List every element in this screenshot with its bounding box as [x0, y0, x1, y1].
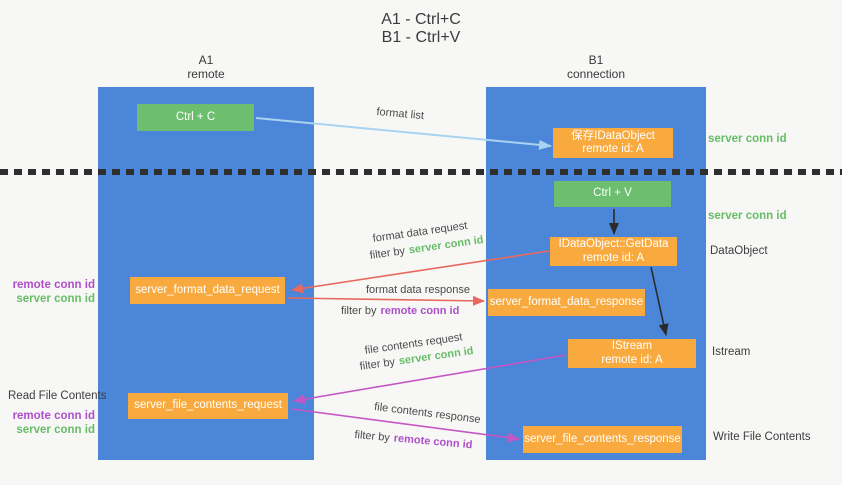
format-data-response-label: format data response	[366, 284, 470, 296]
server-file-contents-request-box: server_file_contents_request	[128, 393, 288, 419]
istream-side-label: Istream	[712, 346, 751, 358]
server-conn-id-right-mid: server conn id	[708, 210, 787, 222]
lifeline-b1-role: connection	[566, 67, 626, 81]
format-list-arrow-label: format list	[375, 106, 425, 123]
conn-id-pair-format: remote conn id server conn id	[0, 278, 95, 306]
remote-conn-id-highlight: remote conn id	[393, 432, 473, 452]
filter-by-text: filter by	[341, 305, 377, 317]
server-format-data-request-box: server_format_data_request	[130, 277, 285, 304]
filter-by-text: filter by	[353, 429, 391, 445]
filter-by-text: filter by	[359, 356, 396, 373]
save-idataobject-line1: 保存IDataObject	[571, 129, 655, 142]
write-file-contents-label: Write File Contents	[713, 431, 811, 443]
remote-conn-id-highlight: remote conn id	[380, 305, 460, 317]
lifeline-a1-role: remote	[187, 67, 225, 81]
idataobject-getdata-box: IDataObject::GetData remote id: A	[550, 237, 677, 266]
read-file-contents-label: Read File Contents	[8, 390, 107, 402]
remote-conn-id-left-2: remote conn id	[12, 410, 95, 422]
server-format-data-response-box: server_format_data_response	[488, 289, 645, 316]
diagram-title: A1 - Ctrl+C B1 - Ctrl+V	[0, 11, 842, 47]
copy-paste-divider-dotted-line	[0, 169, 842, 175]
lifeline-header-b1: B1 connection	[486, 53, 706, 81]
server-conn-id-left-1: server conn id	[16, 293, 95, 305]
filter-by-text: filter by	[369, 245, 406, 262]
lifeline-b1-name: B1	[588, 53, 604, 67]
ctrl-c-action-box: Ctrl + C	[137, 104, 254, 131]
save-idataobject-line2: remote id: A	[582, 143, 644, 155]
idataobject-getdata-line1: IDataObject::GetData	[558, 238, 669, 250]
server-conn-id-right-top: server conn id	[708, 133, 787, 145]
lifeline-header-a1: A1 remote	[98, 53, 314, 81]
remote-conn-id-left-1: remote conn id	[12, 279, 95, 291]
ctrl-v-label: Ctrl + V	[593, 187, 632, 200]
title-line-2: B1 - Ctrl+V	[381, 29, 461, 46]
istream-box: IStream remote id: A	[568, 339, 696, 368]
server-format-data-request-label: server_format_data_request	[135, 283, 280, 296]
server-conn-id-left-2: server conn id	[16, 424, 95, 436]
server-format-data-response-label: server_format_data_response	[489, 295, 644, 308]
save-idataobject-box: 保存IDataObject remote id: A	[553, 128, 673, 158]
istream-line2: remote id: A	[601, 353, 663, 366]
istream-line1: IStream	[611, 340, 653, 352]
ctrl-v-action-box: Ctrl + V	[554, 181, 671, 207]
server-file-contents-response-label: server_file_contents_response	[524, 432, 681, 445]
conn-id-pair-file: remote conn id server conn id	[0, 409, 95, 437]
title-line-1: A1 - Ctrl+C	[381, 11, 461, 28]
idataobject-getdata-line2: remote id: A	[582, 251, 645, 264]
file-contents-response-label: file contents response	[373, 401, 482, 426]
format-data-response-arrow	[287, 295, 485, 306]
dataobject-side-label: DataObject	[710, 245, 768, 257]
ctrl-c-label: Ctrl + C	[175, 110, 216, 123]
server-file-contents-response-box: server_file_contents_response	[523, 426, 682, 453]
lifeline-a1-name: A1	[198, 53, 214, 67]
server-file-contents-request-label: server_file_contents_request	[134, 399, 282, 412]
